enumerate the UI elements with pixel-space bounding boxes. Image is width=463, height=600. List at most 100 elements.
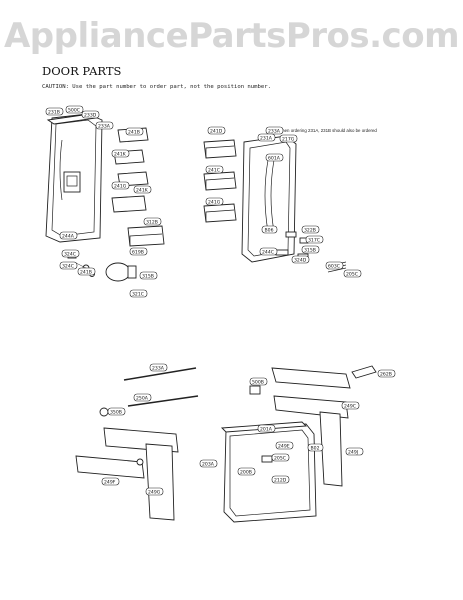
callout-tags: 231B 500C 233D 233A 241B 241K 241G 241K … — [45, 105, 396, 496]
caution-text: CAUTION: Use the part number to order pa… — [42, 84, 272, 90]
watermark-text: AppliancePartsPros.com — [3, 16, 460, 56]
callout-tag: 200B — [237, 467, 256, 476]
callout-tag: 322B — [301, 225, 320, 234]
callout-tag: 249E — [275, 441, 294, 450]
callout-tag: 249F — [101, 477, 120, 486]
callout-tag: 233A — [95, 121, 114, 130]
callout-tag: 249G — [145, 487, 164, 496]
svg-text:249E: 249E — [278, 444, 290, 450]
svg-text:241D: 241D — [210, 129, 223, 135]
callout-tag: 201A — [257, 424, 276, 433]
callout-tag: 500B — [249, 377, 268, 386]
svg-text:241K: 241K — [136, 188, 149, 194]
callout-tag: 233D — [81, 110, 100, 119]
callout-tag: 324C — [59, 261, 78, 270]
callout-tag: 241G — [111, 181, 130, 190]
svg-text:324C: 324C — [62, 264, 74, 270]
gasket-strips — [123, 367, 199, 407]
callout-tag: 217G — [279, 134, 298, 143]
callout-tag: 312B — [143, 217, 162, 226]
callout-tag: 601A — [265, 153, 284, 162]
drawer-front — [220, 421, 317, 523]
callout-tag: 619B — [129, 247, 148, 256]
callout-tag: 231B — [45, 107, 64, 116]
page-title: DOOR PARTS — [42, 64, 122, 78]
callout-tag: 241B — [125, 127, 144, 136]
svg-text:217G: 217G — [282, 137, 295, 143]
order-note: When ordering 231A, 231B should also be … — [278, 128, 377, 133]
svg-text:241K: 241K — [114, 152, 127, 158]
svg-text:601A: 601A — [268, 156, 281, 162]
svg-text:B06: B06 — [265, 228, 274, 234]
callout-tag: B02 — [307, 443, 324, 452]
svg-text:B02: B02 — [311, 446, 320, 452]
callout-tag: 317C — [305, 235, 324, 244]
callout-tag: 324C — [61, 249, 80, 258]
left-door-assembly — [45, 113, 103, 243]
svg-text:249F: 249F — [104, 480, 116, 486]
svg-text:233A: 233A — [268, 129, 281, 135]
svg-text:322B: 322B — [304, 228, 316, 234]
callout-tag: 241B — [77, 267, 96, 276]
callout-tag: 233A — [149, 363, 168, 372]
svg-text:203A: 203A — [202, 462, 215, 468]
svg-text:249C: 249C — [344, 404, 356, 410]
svg-text:205C: 205C — [346, 272, 358, 278]
svg-text:231B: 231B — [48, 110, 60, 116]
callout-tag: 324D — [291, 255, 310, 264]
callout-tag: 603C — [325, 261, 344, 270]
svg-text:212D: 212D — [274, 478, 287, 484]
callout-tag: 321C — [129, 289, 148, 298]
callout-tag: 241C — [205, 165, 224, 174]
callout-tag: 250A — [133, 393, 152, 402]
svg-text:244A: 244A — [62, 234, 75, 240]
svg-text:241C: 241C — [208, 168, 220, 174]
drawer-rails — [75, 367, 351, 521]
misc-small-parts — [99, 365, 377, 466]
callout-tag: 241D — [207, 126, 226, 135]
svg-text:249J: 249J — [348, 450, 358, 456]
svg-text:241B: 241B — [80, 270, 92, 276]
svg-text:315B: 315B — [142, 274, 154, 280]
svg-text:317C: 317C — [308, 238, 320, 244]
svg-text:350B: 350B — [110, 410, 122, 416]
svg-text:241B: 241B — [128, 130, 140, 136]
callout-tag: 205C — [343, 269, 362, 278]
svg-text:233D: 233D — [84, 113, 97, 119]
callout-tag: 241K — [133, 185, 152, 194]
callout-tag: 233A — [265, 126, 284, 135]
callout-tag: B06 — [261, 225, 278, 234]
svg-text:241G: 241G — [114, 184, 127, 190]
callout-tag: 205C — [271, 453, 290, 462]
svg-text:321C: 321C — [132, 292, 144, 298]
svg-text:205C: 205C — [274, 456, 286, 462]
callout-tag: 244C — [259, 247, 278, 256]
callout-tag: 241G — [205, 197, 224, 206]
svg-text:244C: 244C — [262, 250, 274, 256]
callout-tag: 262B — [377, 369, 396, 378]
svg-text:200B: 200B — [240, 470, 252, 476]
svg-text:233A: 233A — [98, 124, 111, 130]
svg-text:241G: 241G — [208, 200, 221, 206]
svg-text:201A: 201A — [260, 427, 273, 433]
callout-tag: 212D — [271, 475, 290, 484]
callout-tag: 350B — [107, 407, 126, 416]
callout-tag: 315B — [139, 271, 158, 280]
svg-text:249G: 249G — [148, 490, 161, 496]
callout-tag: 500C — [65, 105, 84, 114]
callout-tag: 249C — [341, 401, 360, 410]
svg-text:262B: 262B — [380, 372, 392, 378]
svg-text:619B: 619B — [132, 250, 144, 256]
callout-tag: 231A — [257, 133, 276, 142]
svg-text:500C: 500C — [68, 108, 80, 114]
callout-tag: 244A — [59, 231, 78, 240]
door-bins-right — [203, 139, 237, 223]
svg-text:231A: 231A — [260, 136, 273, 142]
svg-text:603C: 603C — [328, 264, 340, 270]
svg-text:312B: 312B — [146, 220, 158, 226]
callout-tag: 249J — [345, 447, 364, 456]
svg-text:324D: 324D — [294, 258, 307, 264]
callout-tag: 241K — [111, 149, 130, 158]
svg-text:500B: 500B — [252, 380, 264, 386]
